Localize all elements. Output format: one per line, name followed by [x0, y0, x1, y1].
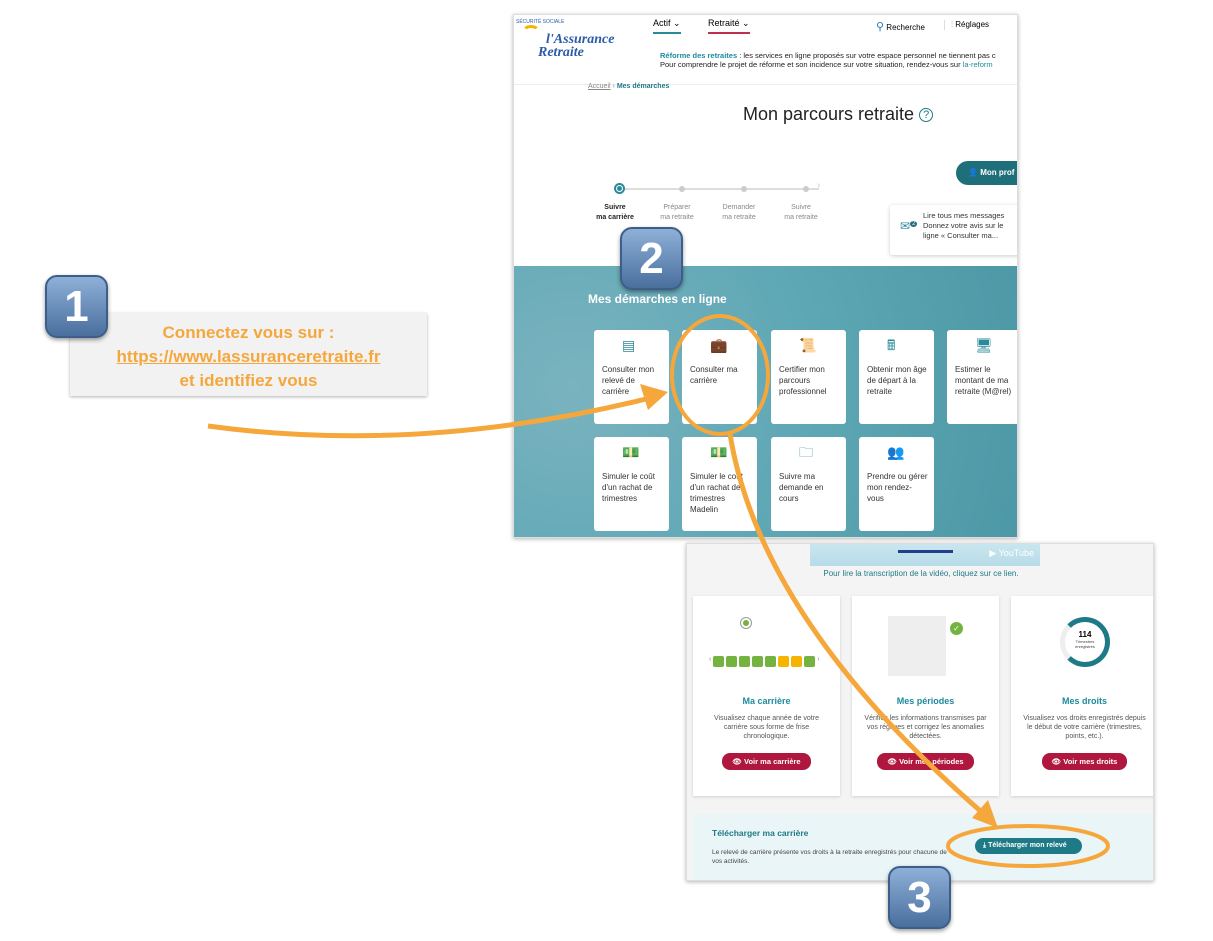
video-thumbnail[interactable]: ▶ YouTube	[810, 544, 1040, 566]
highlight-circle-download	[946, 824, 1110, 868]
calculator-icon: 🖩	[887, 337, 896, 353]
step-3-badge: 3	[888, 866, 951, 929]
profile-button[interactable]: 👤 Mon prof	[956, 161, 1017, 185]
eye-icon: 👁	[887, 757, 897, 766]
download-title: Télécharger ma carrière	[712, 828, 809, 838]
card-mes-periodes: ✓ Mes périodes Vérifiez les informations…	[852, 596, 999, 796]
tile-rachat-trimestres[interactable]: 💵Simuler le coût d'un rachat de trimestr…	[594, 437, 669, 531]
site-link[interactable]: https://www.lassuranceretraite.fr	[116, 347, 381, 366]
breadcrumb-current: Mes démarches	[616, 83, 670, 90]
briefcase-icon: 💼	[710, 337, 728, 353]
sliders-icon: ⫶	[951, 20, 953, 29]
certificate-icon: 📜	[799, 337, 817, 353]
youtube-logo: ▶ YouTube	[989, 548, 1034, 558]
tile-consulter-carriere[interactable]: 💼Consulter ma carrière	[682, 330, 757, 424]
logo-icon	[522, 25, 540, 39]
step-2-badge: 2	[620, 227, 683, 290]
tile-estimer-montant[interactable]: 🖥Estimer le montant de ma retraite (M@re…	[947, 330, 1017, 424]
arrow-to-tile	[207, 395, 651, 439]
card-title: Mes droits	[1061, 696, 1107, 706]
highlight-circle-tile	[670, 314, 770, 436]
voir-mes-droits-button[interactable]: 👁 Voir mes droits	[1041, 753, 1128, 770]
card-title: Mes périodes	[896, 696, 955, 706]
tile-age-depart[interactable]: 🖩Obtenir mon âge de départ à la retraite	[859, 330, 934, 424]
tile-rachat-madelin[interactable]: 💵Simuler le coût d'un rachat de trimestr…	[682, 437, 757, 531]
help-icon[interactable]: ?	[919, 108, 934, 123]
card-text: Visualisez vos droits enregistrés depuis…	[1023, 715, 1146, 740]
settings-button[interactable]: ⫶ Réglages	[944, 20, 989, 30]
envelope-icon: ✉2	[900, 219, 918, 233]
download-releve-button[interactable]: ⤓ Télécharger mon relevé	[975, 838, 1082, 854]
download-icon: ⤓	[983, 842, 987, 849]
arrow-to-download	[727, 433, 987, 817]
nav-retraite[interactable]: Retraité ⌄	[708, 18, 750, 34]
reform-link[interactable]: Réforme des retraites	[660, 51, 738, 60]
download-text: Le relevé de carrière présente vos droit…	[712, 849, 947, 865]
monitor-chart-icon: 🖥	[975, 337, 993, 353]
money-icon: 💵	[710, 444, 728, 460]
timeline-illustration: ‹ ›	[709, 656, 820, 667]
people-calendar-icon: 👥	[887, 444, 905, 460]
voir-ma-carriere-button[interactable]: 👁 Voir ma carrière	[722, 753, 811, 770]
tile-rendez-vous[interactable]: 👥Prendre ou gérer mon rendez-vous	[859, 437, 934, 531]
screenshot-ma-carriere: ▶ YouTube Pour lire la transcription de …	[686, 543, 1154, 881]
logo-top: SÉCURITÉ SOCIALE	[516, 19, 565, 25]
folder-clock-icon: 🗀	[799, 444, 813, 460]
reform-banner: Réforme des retraites : les services en …	[660, 51, 996, 69]
arrowhead	[640, 384, 668, 410]
tile-certifier-parcours[interactable]: 📜Certifier mon parcours professionnel	[771, 330, 846, 424]
arrowhead	[972, 800, 998, 828]
tile-suivre-demande[interactable]: 🗀Suivre ma demande en cours	[771, 437, 846, 531]
document-icon: ▤	[622, 337, 636, 353]
breadcrumb-home[interactable]: Accueil	[588, 83, 611, 90]
instruction-callout: Connectez vous sur : https://www.lassura…	[70, 313, 427, 396]
eye-icon: 👁	[732, 757, 742, 766]
breadcrumb: Accueil › Mes démarches	[588, 83, 670, 90]
search-button[interactable]: ⚲ Recherche	[876, 21, 925, 33]
card-title: Ma carrière	[742, 696, 791, 706]
step-1-badge: 1	[45, 275, 108, 338]
card-text: Vérifiez les informations transmises par…	[864, 715, 987, 740]
card-text: Visualisez chaque année de votre carrièr…	[714, 715, 819, 740]
reform-site-link[interactable]: la-reform	[962, 60, 993, 69]
instruction-line: et identifiez vous	[179, 371, 318, 390]
search-icon: ⚲	[876, 21, 885, 33]
check-icon: ✓	[950, 622, 963, 635]
nav-actif[interactable]: Actif ⌄	[653, 18, 681, 34]
user-icon: 👤	[968, 168, 978, 177]
instruction-line: Connectez vous sur :	[162, 323, 335, 342]
section-title: Mes démarches en ligne	[588, 292, 727, 306]
money-plus-icon: 💵	[622, 444, 640, 460]
demarches-section: Mes démarches en ligne ▤Consulter mon re…	[514, 266, 1017, 537]
eye-icon: 👁	[1051, 757, 1062, 766]
transcript-link[interactable]: Pour lire la transcription de la vidéo, …	[823, 569, 1019, 578]
periods-illustration	[888, 616, 946, 676]
page-title: Mon parcours retraite ?	[743, 104, 934, 125]
